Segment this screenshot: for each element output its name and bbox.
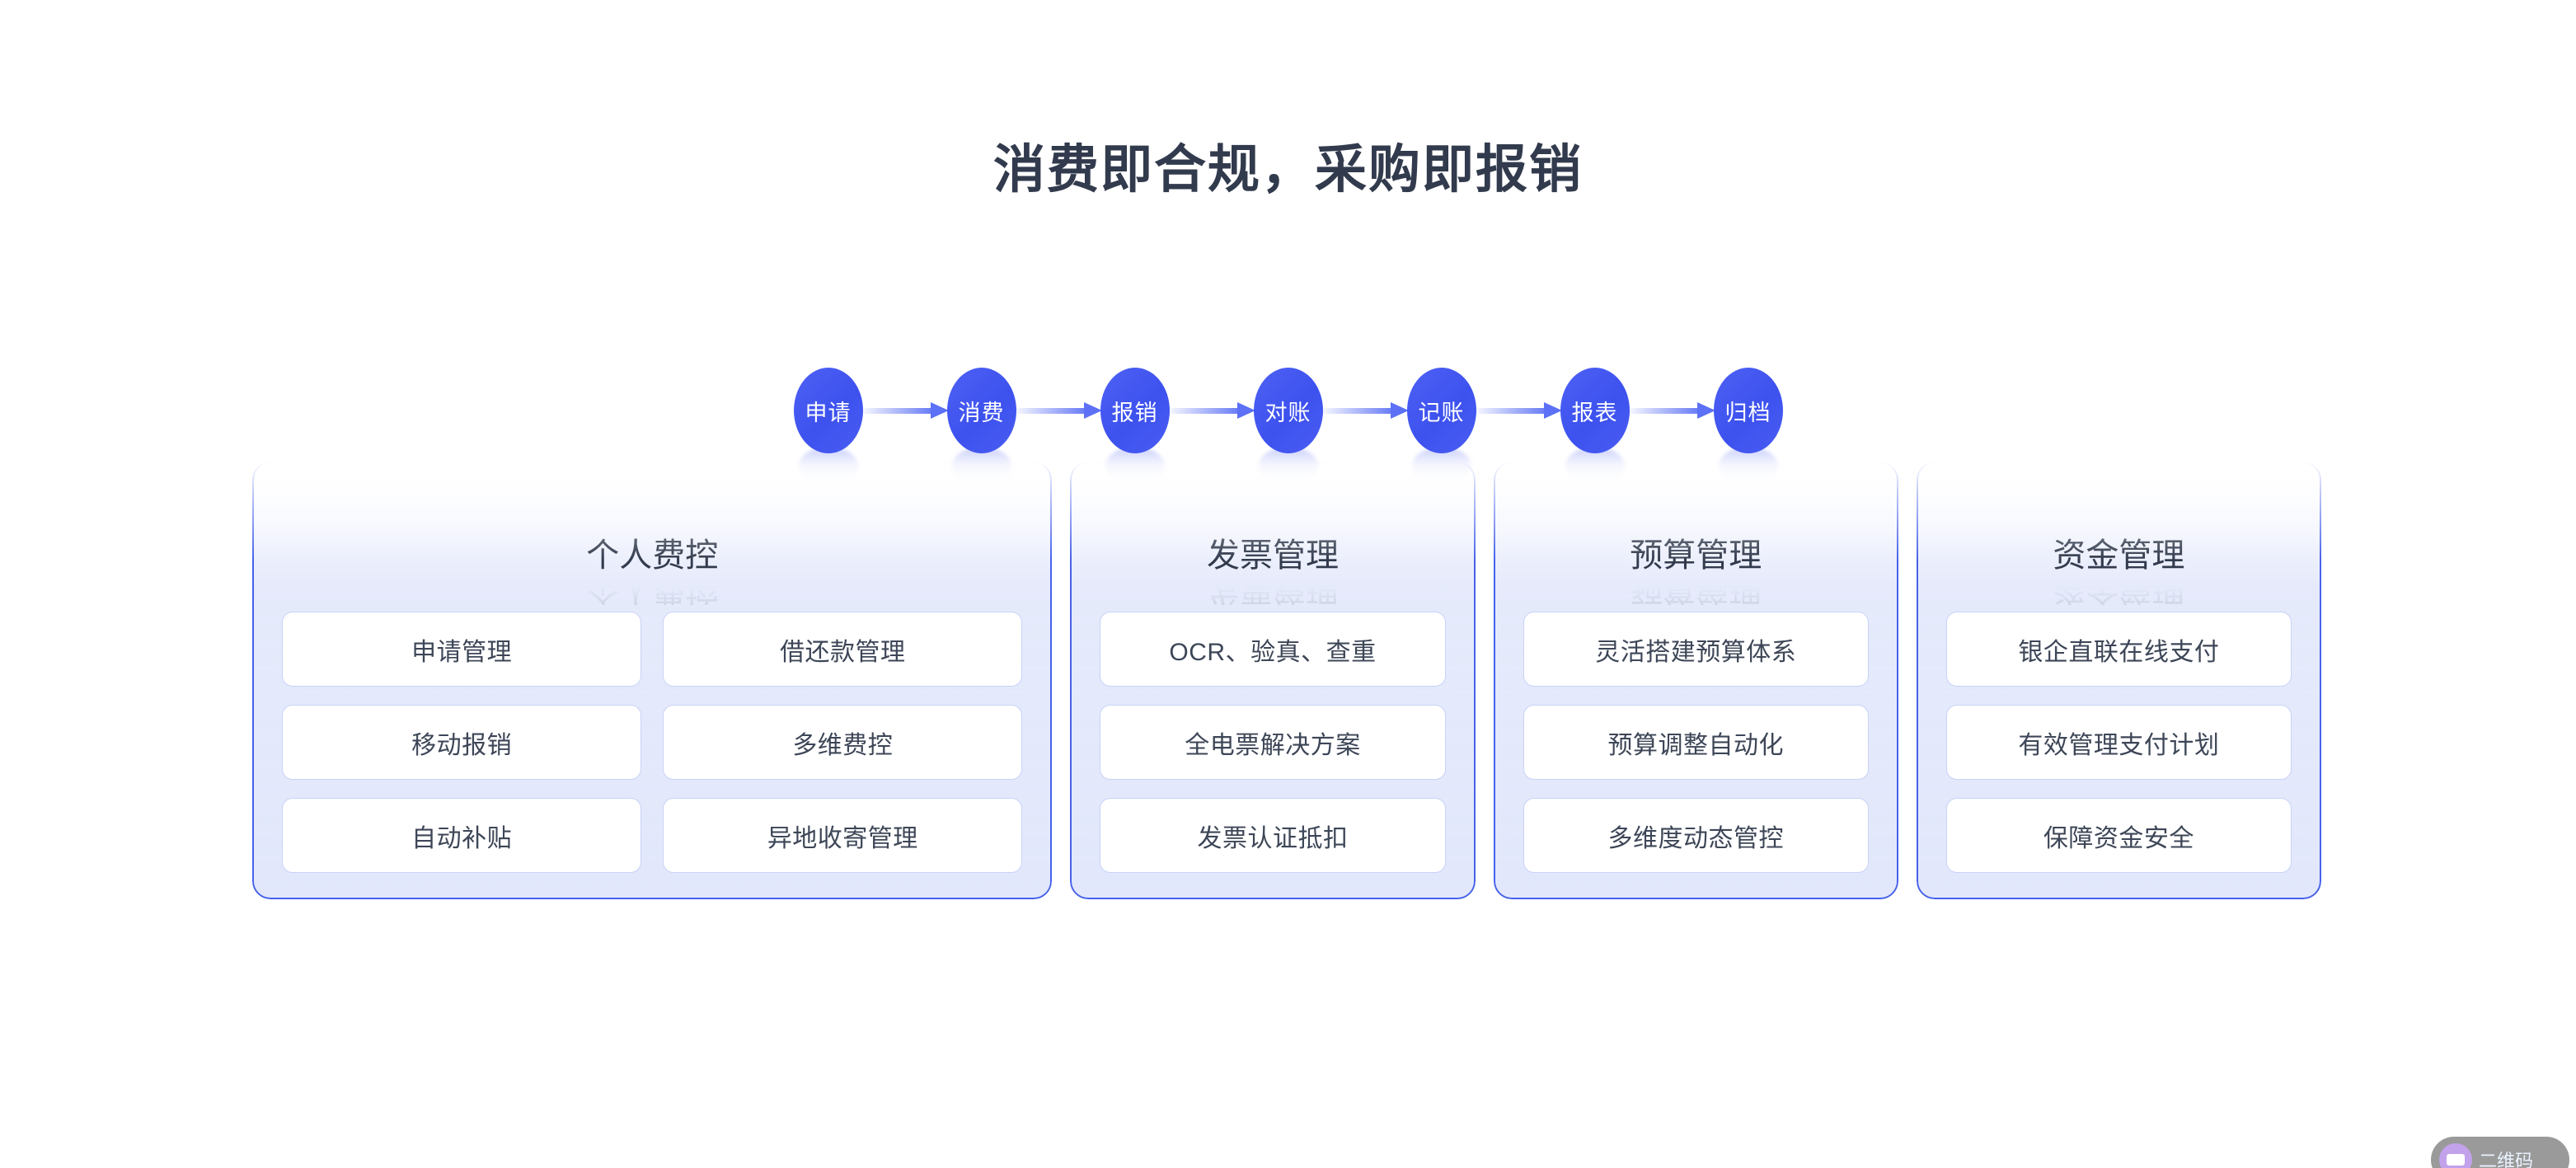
arrow-head: [1083, 402, 1102, 419]
arrow-head: [1543, 402, 1562, 419]
panel-item-grid: 银企直联在线支付 有效管理支付计划 保障资金安全: [1918, 612, 2320, 873]
panel-title: 个人费控: [586, 537, 719, 574]
flow-arrow-icon-3: [1167, 402, 1255, 419]
flow-step-7[interactable]: 归档: [1713, 368, 1783, 485]
flow-step-label: 记账: [1406, 368, 1476, 453]
panel-item[interactable]: 异地收寄管理: [663, 798, 1023, 873]
panel-item[interactable]: 有效管理支付计划: [1945, 705, 2292, 780]
panel-item[interactable]: 灵活搭建预算体系: [1523, 612, 1869, 687]
flow-step-label: 报表: [1560, 368, 1630, 453]
flow-arrow-icon-5: [1474, 402, 1562, 419]
panel-title-reflection: 个人费控: [586, 577, 719, 605]
panel-item[interactable]: 自动补贴: [282, 798, 642, 873]
flow-step-1[interactable]: 申请: [793, 368, 863, 485]
panel-item-grid: 灵活搭建预算体系 预算调整自动化 多维度动态管控: [1495, 612, 1897, 873]
panel-item[interactable]: 保障资金安全: [1945, 798, 2292, 873]
panel-title: 资金管理: [2053, 537, 2185, 574]
panel-item[interactable]: 银企直联在线支付: [1945, 612, 2292, 687]
flow-step-label: 对账: [1253, 368, 1323, 453]
flow-step-2[interactable]: 消费: [946, 368, 1016, 485]
floating-widget-label: 二维码: [2479, 1151, 2534, 1168]
arrow-head: [1390, 402, 1409, 419]
panel-budget-management: 预算管理 预算管理 灵活搭建预算体系 预算调整自动化 多维度动态管控: [1493, 462, 1898, 899]
panel-item[interactable]: 多维度动态管控: [1523, 798, 1869, 873]
flow-arrow-icon-4: [1321, 402, 1409, 419]
flow-step-label: 归档: [1713, 368, 1783, 453]
flow-arrow-icon-6: [1627, 402, 1715, 419]
panel-fund-management: 资金管理 资金管理 银企直联在线支付 有效管理支付计划 保障资金安全: [1916, 462, 2321, 899]
process-flow: 申请 消费 报销 对账: [0, 328, 2576, 493]
panel-item[interactable]: 借还款管理: [663, 612, 1023, 687]
panel-title: 发票管理: [1207, 537, 1340, 574]
panel-title-reflection: 资金管理: [2053, 577, 2185, 605]
panel-item[interactable]: 申请管理: [282, 612, 642, 687]
panel-personal-expense-control: 个人费控 个人费控 申请管理 借还款管理 移动报销 多维费控 自动补贴 异地收寄…: [252, 462, 1053, 899]
flow-step-5[interactable]: 记账: [1406, 368, 1476, 485]
floating-contact-widget[interactable]: 二维码: [2431, 1137, 2569, 1168]
flow-arrow-icon-1: [861, 402, 949, 419]
page-title: 消费即合规，采购即报销: [993, 141, 1583, 199]
panel-title-reflection: 预算管理: [1630, 577, 1762, 605]
panel-item[interactable]: 预算调整自动化: [1523, 705, 1869, 780]
panel-title-reflection: 发票管理: [1207, 577, 1340, 605]
capability-panels: 个人费控 个人费控 申请管理 借还款管理 移动报销 多维费控 自动补贴 异地收寄…: [252, 462, 2321, 1039]
panel-invoice-management: 发票管理 发票管理 OCR、验真、查重 全电票解决方案 发票认证抵扣: [1070, 462, 1476, 899]
arrow-head: [930, 402, 949, 419]
flow-step-label: 报销: [1100, 368, 1170, 453]
flow-step-3[interactable]: 报销: [1100, 368, 1170, 485]
panel-item-grid: 申请管理 借还款管理 移动报销 多维费控 自动补贴 异地收寄管理: [254, 612, 1050, 873]
arrow-shaft: [1321, 408, 1394, 414]
panel-item[interactable]: 全电票解决方案: [1100, 705, 1446, 780]
panel-item[interactable]: 移动报销: [282, 705, 642, 780]
arrow-shaft: [1014, 408, 1087, 414]
flow-step-6[interactable]: 报表: [1560, 368, 1630, 485]
arrow-shaft: [1167, 408, 1241, 414]
panel-item-grid: OCR、验真、查重 全电票解决方案 发票认证抵扣: [1072, 612, 1473, 873]
qrcode-avatar-icon: [2439, 1143, 2472, 1168]
arrow-shaft: [861, 408, 934, 414]
flow-arrow-icon-2: [1014, 402, 1102, 419]
panel-item[interactable]: 发票认证抵扣: [1100, 798, 1446, 873]
arrow-head: [1696, 402, 1715, 419]
arrow-head: [1236, 402, 1255, 419]
panel-item[interactable]: 多维费控: [663, 705, 1023, 780]
flow-step-label: 申请: [793, 368, 863, 453]
flow-step-4[interactable]: 对账: [1253, 368, 1323, 485]
arrow-shaft: [1474, 408, 1547, 414]
panel-item[interactable]: OCR、验真、查重: [1100, 612, 1446, 687]
flow-step-label: 消费: [946, 368, 1016, 453]
arrow-shaft: [1627, 408, 1701, 414]
panel-title: 预算管理: [1630, 537, 1762, 574]
